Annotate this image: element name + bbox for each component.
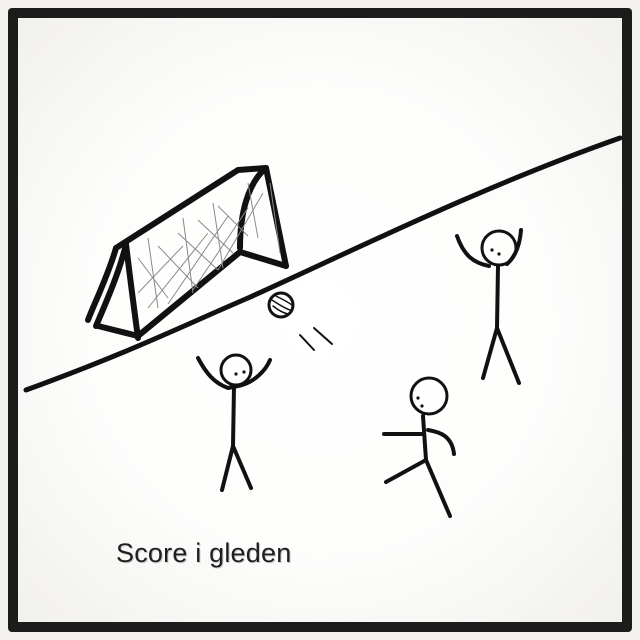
stick-figure-drawing <box>23 135 622 518</box>
stick-figure-right <box>455 228 523 385</box>
photo-frame: Score i gleden <box>8 8 632 632</box>
hill-line <box>23 135 622 393</box>
drawing-canvas: Score i gleden <box>18 18 622 622</box>
goal-icon <box>85 165 289 341</box>
stick-figure-left <box>196 353 272 492</box>
ball-icon <box>267 291 295 319</box>
stick-figure-middle <box>382 376 456 518</box>
motion-lines <box>299 327 333 351</box>
caption-text: Score i gleden <box>116 538 292 568</box>
